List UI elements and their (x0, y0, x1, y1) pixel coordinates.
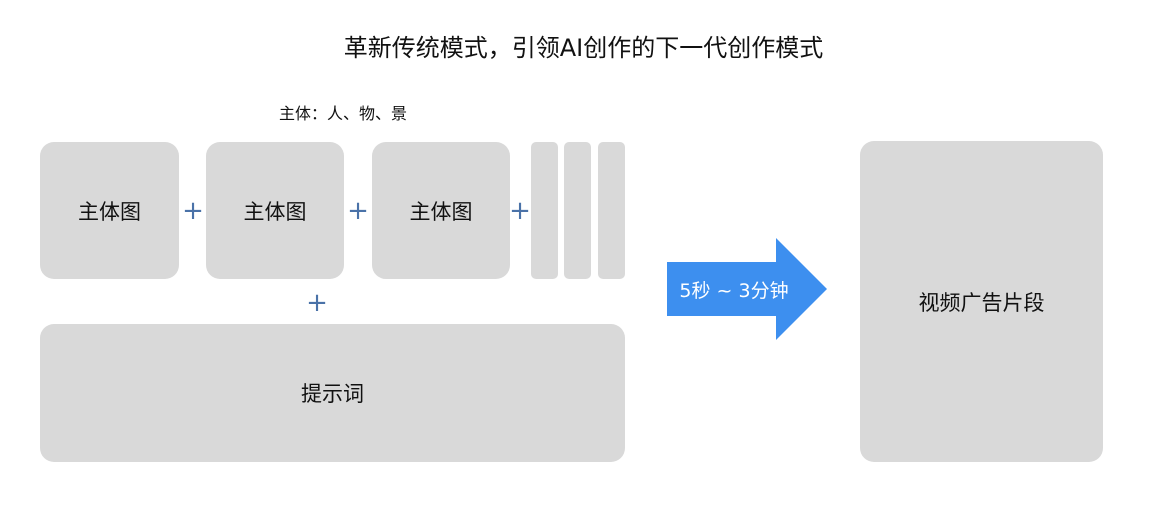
more-subjects-bar-1 (531, 142, 558, 279)
subject-image-box-3: 主体图 (372, 142, 510, 279)
subject-image-label-1: 主体图 (78, 199, 141, 224)
diagram-title: 革新传统模式，引领AI创作的下一代创作模式 (343, 34, 824, 62)
video-ad-clip-label: 视频广告片段 (918, 290, 1045, 315)
prompt-label: 提示词 (301, 382, 364, 406)
more-subjects-bar-2 (564, 142, 591, 279)
prompt-box: 提示词 (40, 324, 625, 462)
plus-icon: + (509, 196, 531, 226)
subject-image-box-1: 主体图 (40, 142, 179, 279)
subject-image-box-2: 主体图 (206, 142, 344, 279)
plus-icon: + (347, 196, 369, 226)
subject-image-label-2: 主体图 (243, 199, 307, 224)
duration-arrow-shape (667, 238, 827, 340)
subject-note: 主体：人、物、景 (278, 104, 407, 123)
plus-icon: + (182, 196, 204, 226)
duration-arrow-icon (667, 238, 827, 340)
more-subjects-bar-3 (598, 142, 625, 279)
plus-icon: + (306, 288, 328, 318)
duration-label: 5秒 ~ 3分钟 (679, 279, 789, 302)
video-ad-clip-box: 视频广告片段 (860, 141, 1103, 462)
subject-image-label-3: 主体图 (409, 199, 473, 224)
